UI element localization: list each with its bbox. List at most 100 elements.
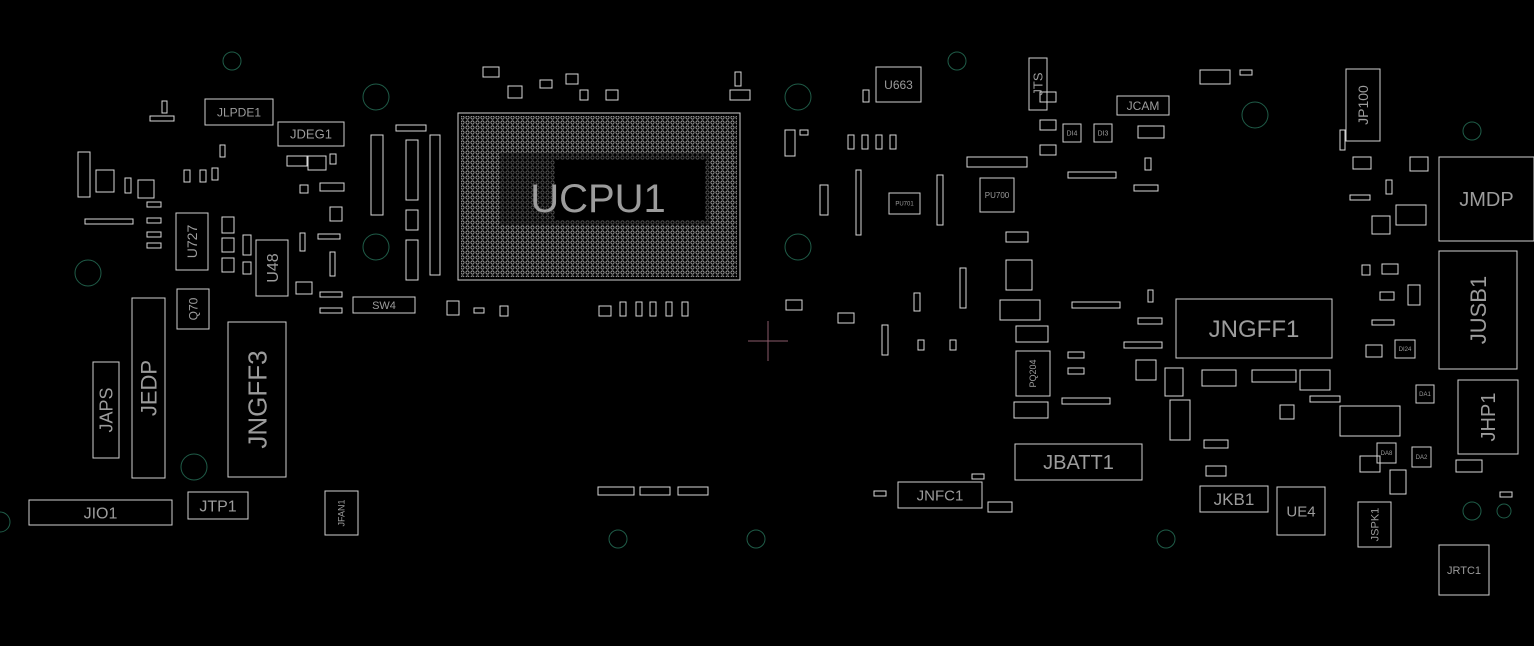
label-pu700: PU700 (985, 191, 1010, 200)
component-jp100[interactable]: JP100 (1345, 68, 1381, 142)
component-q70[interactable]: Q70 (176, 288, 210, 330)
component-pq204[interactable]: PQ204 (1015, 350, 1051, 397)
label-jrtc1: JRTC1 (1447, 565, 1481, 577)
passive-component (473, 307, 485, 314)
component-jlpde1[interactable]: JLPDE1 (204, 98, 274, 126)
component-sw4[interactable]: SW4 (352, 296, 416, 314)
passive-component (1067, 367, 1085, 375)
passive-component (677, 486, 709, 496)
passive-component (1381, 263, 1399, 275)
component-jio1[interactable]: JIO1 (28, 499, 173, 526)
passive-component (862, 89, 870, 103)
passive-component (183, 169, 191, 183)
component-di4[interactable]: DI4 (1062, 123, 1082, 143)
passive-component (1361, 264, 1371, 276)
component-da1[interactable]: DA1 (1415, 384, 1435, 404)
component-jedp[interactable]: JEDP (131, 297, 166, 479)
passive-component (221, 216, 235, 234)
label-jp100: JP100 (1355, 85, 1371, 125)
passive-component (429, 134, 441, 276)
component-jdeg1[interactable]: JDEG1 (277, 121, 345, 147)
passive-component (199, 169, 207, 183)
passive-component (146, 242, 162, 249)
component-u727[interactable]: U727 (175, 212, 209, 271)
component-jngff1[interactable]: JNGFF1 (1175, 298, 1333, 359)
passive-component (881, 324, 889, 356)
passive-component (1013, 401, 1049, 419)
passive-component (124, 177, 132, 194)
component-jmdp[interactable]: JMDP (1438, 156, 1534, 242)
component-ue4[interactable]: UE4 (1276, 486, 1326, 536)
component-jfan1[interactable]: JFAN1 (324, 490, 359, 536)
passive-component (1279, 404, 1295, 420)
passive-component (1067, 351, 1085, 359)
passive-component (370, 134, 384, 216)
label-jmdp: JMDP (1459, 189, 1513, 211)
mounting-hole (74, 259, 102, 287)
component-u663[interactable]: U663 (875, 66, 922, 103)
small-parts (77, 66, 1513, 513)
component-di24[interactable]: DI24 (1394, 339, 1416, 359)
mounting-hole (1462, 121, 1482, 141)
passive-component (1005, 259, 1033, 291)
component-ucpu1[interactable]: UCPU1 (457, 112, 741, 281)
passive-component (446, 300, 460, 316)
passive-component (949, 339, 957, 351)
mounting-hole (1462, 501, 1482, 521)
passive-component (855, 169, 862, 236)
component-jnfc1[interactable]: JNFC1 (897, 481, 983, 509)
passive-component (635, 301, 643, 317)
component-di3[interactable]: DI3 (1093, 123, 1113, 143)
passive-component (729, 89, 751, 101)
component-jngff3[interactable]: JNGFF3 (227, 321, 287, 478)
passive-component (319, 291, 343, 298)
component-japs[interactable]: JAPS (92, 361, 120, 459)
passive-component (999, 299, 1041, 321)
mounting-hole (746, 529, 766, 549)
passive-component (1201, 369, 1237, 387)
passive-component (1137, 317, 1163, 325)
label-jedp: JEDP (136, 360, 161, 416)
passive-component (329, 206, 343, 222)
component-jbatt1[interactable]: JBATT1 (1014, 443, 1143, 481)
passive-component (619, 301, 627, 317)
component-jrtc1[interactable]: JRTC1 (1438, 544, 1490, 596)
label-jio1: JIO1 (84, 505, 118, 522)
passive-component (861, 134, 869, 150)
label-di3: DI3 (1098, 131, 1109, 138)
mounting-hole (1241, 101, 1269, 129)
component-pu700[interactable]: PU700 (979, 177, 1015, 213)
mounting-holes (0, 51, 1512, 549)
component-jcam[interactable]: JCAM (1116, 95, 1170, 116)
label-u727: U727 (184, 225, 200, 259)
component-u48[interactable]: U48 (255, 239, 289, 297)
passive-component (1039, 119, 1057, 131)
passive-component (1499, 491, 1513, 498)
passive-component (149, 115, 175, 122)
passive-component (889, 134, 897, 150)
component-jtp1[interactable]: JTP1 (187, 491, 249, 520)
component-jts[interactable]: JTS (1028, 57, 1048, 111)
component-jspk1[interactable]: JSPK1 (1357, 501, 1392, 548)
component-pu701[interactable]: PU701 (888, 192, 921, 215)
label-sw4: SW4 (372, 300, 396, 312)
component-jhp1[interactable]: JHP1 (1457, 379, 1519, 455)
component-da2[interactable]: DA2 (1411, 446, 1432, 468)
component-jusb1[interactable]: JUSB1 (1438, 250, 1518, 370)
component-da8[interactable]: DA8 (1376, 442, 1397, 464)
mounting-hole (784, 83, 812, 111)
passive-component (286, 155, 308, 167)
passive-component (837, 312, 855, 324)
passive-component (482, 66, 500, 78)
passive-component (329, 153, 337, 165)
label-ucpu1: UCPU1 (530, 177, 666, 221)
component-jkb1[interactable]: JKB1 (1199, 485, 1269, 513)
passive-component (579, 89, 589, 101)
mounting-hole (362, 233, 390, 261)
passive-component (785, 299, 803, 311)
passive-component (917, 339, 925, 351)
passive-component (1005, 231, 1029, 243)
passive-component (1407, 284, 1421, 306)
